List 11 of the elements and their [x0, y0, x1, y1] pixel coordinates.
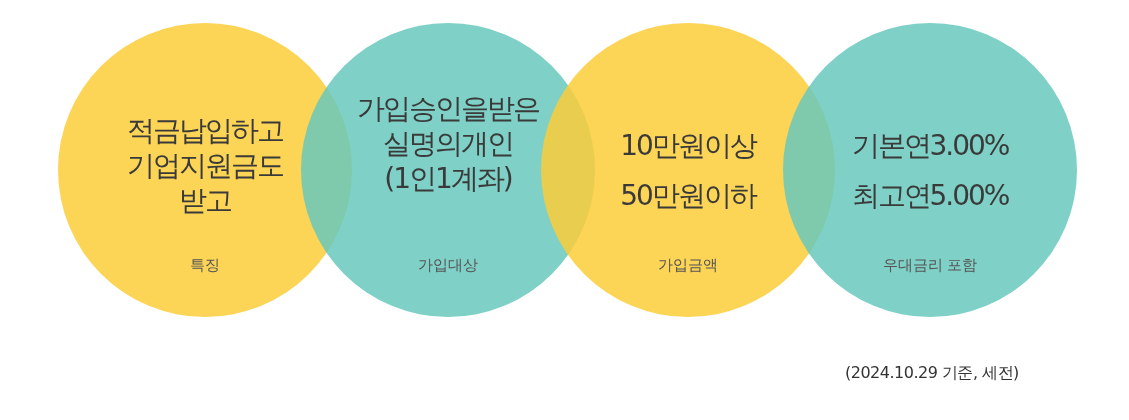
circle-caption: 특징 [190, 255, 220, 275]
circle-text: 적금납입하고 기업지원금도 받고 [127, 113, 283, 218]
footnote: (2024.10.29 기준, 세전) [845, 363, 1019, 383]
circle-text: 10만원이상 [620, 128, 756, 163]
circle-caption: 가입금액 [658, 255, 718, 275]
circle-caption: 가입대상 [418, 255, 478, 275]
circle-text: 50만원이하 [620, 178, 756, 213]
circle-text: 기본연3.00% [851, 128, 1009, 163]
circle-text: 최고연5.00% [851, 178, 1009, 213]
circle-text: 가입승인을받은 실명의개인 (1인1계좌) [357, 91, 539, 196]
circle-caption: 우대금리 포함 [882, 255, 978, 275]
